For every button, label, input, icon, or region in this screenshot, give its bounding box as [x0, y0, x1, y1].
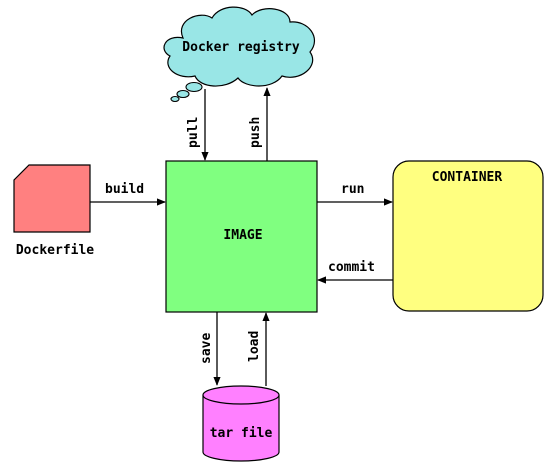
docker-registry-cloud: Docker registry [163, 6, 316, 103]
commit-label: commit [328, 260, 375, 275]
pull-label: pull [186, 117, 201, 148]
registry-cloud-shape [163, 6, 316, 87]
tarfile-cylinder-body [202, 395, 280, 462]
image-box [165, 160, 318, 313]
registry-label: Docker registry [182, 40, 300, 55]
tarfile-cylinder-top [202, 385, 280, 405]
save-label: save [199, 333, 214, 364]
run-label: run [341, 182, 364, 197]
container-label: CONTAINER [432, 170, 503, 185]
dockerfile-node: Dockerfile [13, 164, 94, 258]
build-label: build [105, 182, 144, 197]
cloud-bubble-medium [176, 89, 190, 99]
cloud-bubble-small [170, 95, 180, 103]
dockerfile-label: Dockerfile [16, 243, 94, 258]
cloud-bubble-large [185, 81, 203, 93]
push-label: push [248, 117, 263, 148]
container-node: CONTAINER [392, 160, 544, 312]
image-node: IMAGE [165, 160, 318, 313]
load-label: load [247, 331, 262, 362]
container-box [392, 160, 544, 312]
tarfile-label: tar file [210, 426, 273, 441]
tarfile-node: tar file [202, 385, 280, 462]
dockerfile-shape [13, 164, 91, 233]
image-label: IMAGE [223, 228, 262, 243]
